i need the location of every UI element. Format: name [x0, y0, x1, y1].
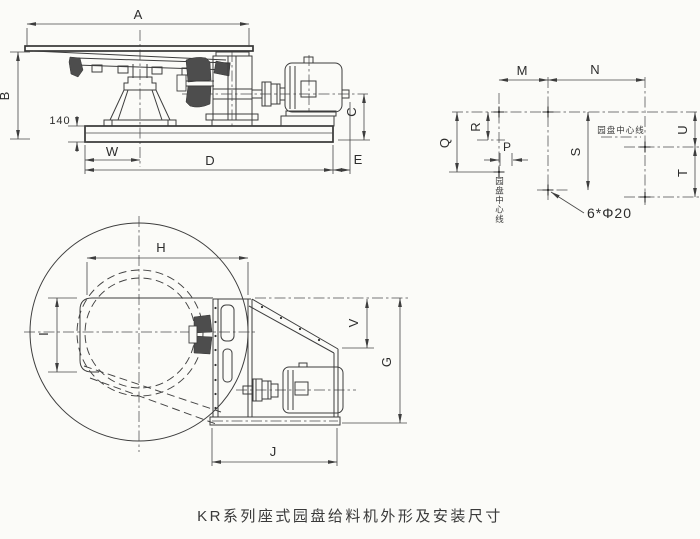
disc-centerline-label-horizontal: 园盘中心线 — [597, 125, 645, 135]
drawing-caption: KR系列座式园盘给料机外形及安装尺寸 — [197, 507, 503, 525]
dim-N: N — [547, 62, 646, 82]
dim-label-140: 140 — [49, 115, 70, 127]
coupling — [251, 81, 286, 107]
housing-bolt-dots — [214, 305, 321, 410]
dim-H: H — [86, 240, 249, 295]
dim-V: V — [342, 298, 374, 349]
dim-label-p: P — [503, 140, 511, 154]
dim-P: P — [484, 140, 528, 166]
motor-side — [280, 56, 350, 127]
anchor-hole — [493, 166, 505, 178]
dim-label-v: V — [346, 318, 361, 327]
dim-label-t: T — [675, 169, 690, 177]
dim-S: S — [568, 111, 590, 191]
dim-D: D — [84, 145, 334, 174]
dim-label-e: E — [354, 152, 363, 167]
install-diagram: 园盘中心线 园盘中心线 M N Q R — [437, 62, 699, 224]
dim-label-d: D — [205, 153, 214, 168]
dim-label-b: B — [0, 92, 12, 101]
anchor-hole — [639, 191, 651, 203]
dim-label-m: M — [517, 63, 528, 78]
dim-U: U — [675, 111, 697, 148]
dim-W: W — [84, 144, 141, 174]
dim-J: J — [211, 428, 338, 466]
install-centerlines — [449, 77, 699, 207]
motor-plan — [242, 362, 344, 414]
anchor-hole — [639, 141, 651, 153]
anchor-hole — [493, 106, 505, 118]
dim-label-h: H — [156, 240, 165, 255]
dim-E: E — [332, 102, 363, 174]
dim-B: B — [0, 51, 30, 140]
dim-G: G — [342, 297, 407, 424]
disc-centerline-label-vertical: 园盘中心线 — [495, 176, 505, 224]
dim-label-g: G — [379, 357, 394, 367]
dim-label-q: Q — [437, 138, 452, 148]
dim-T: T — [675, 146, 697, 198]
anchor-hole — [542, 106, 554, 118]
worm-gearbox — [176, 51, 259, 127]
dim-label-i: I — [36, 332, 51, 336]
top-view: H I V G J — [24, 216, 408, 466]
dim-M: M — [498, 63, 549, 82]
dim-label-s: S — [568, 147, 583, 156]
anchor-holes — [493, 106, 651, 203]
dim-label-a: A — [134, 7, 143, 22]
feeder-body-outline — [79, 297, 222, 425]
hole-note-label: 6*Φ20 — [587, 205, 632, 221]
dim-Q: Q — [437, 111, 459, 173]
anchor-hole — [542, 184, 554, 196]
dim-label-c: C — [344, 107, 359, 116]
disc-plate — [24, 45, 254, 61]
dim-C: C — [338, 93, 370, 141]
side-view-centerlines — [139, 30, 368, 167]
bowl-outer-hidden — [76, 269, 204, 397]
dim-label-j: J — [270, 444, 277, 459]
pedestal — [103, 76, 177, 127]
disc-support-arms — [68, 56, 231, 78]
hole-note: 6*Φ20 — [550, 191, 632, 221]
worm-gear-plan — [188, 314, 213, 355]
dim-A: A — [26, 7, 250, 47]
dim-label-u: U — [675, 125, 690, 134]
side-view: A B C 140 W — [0, 7, 370, 174]
dim-label-r: R — [468, 122, 483, 131]
dim-I: I — [36, 297, 77, 373]
dim-label-n: N — [590, 62, 599, 77]
dim-R: R — [468, 111, 490, 141]
drive-housing — [209, 298, 341, 426]
dim-base-height-140: 140 — [49, 115, 87, 152]
dim-label-w: W — [106, 144, 119, 159]
top-view-centerlines — [24, 216, 408, 452]
base-plate — [84, 125, 334, 143]
